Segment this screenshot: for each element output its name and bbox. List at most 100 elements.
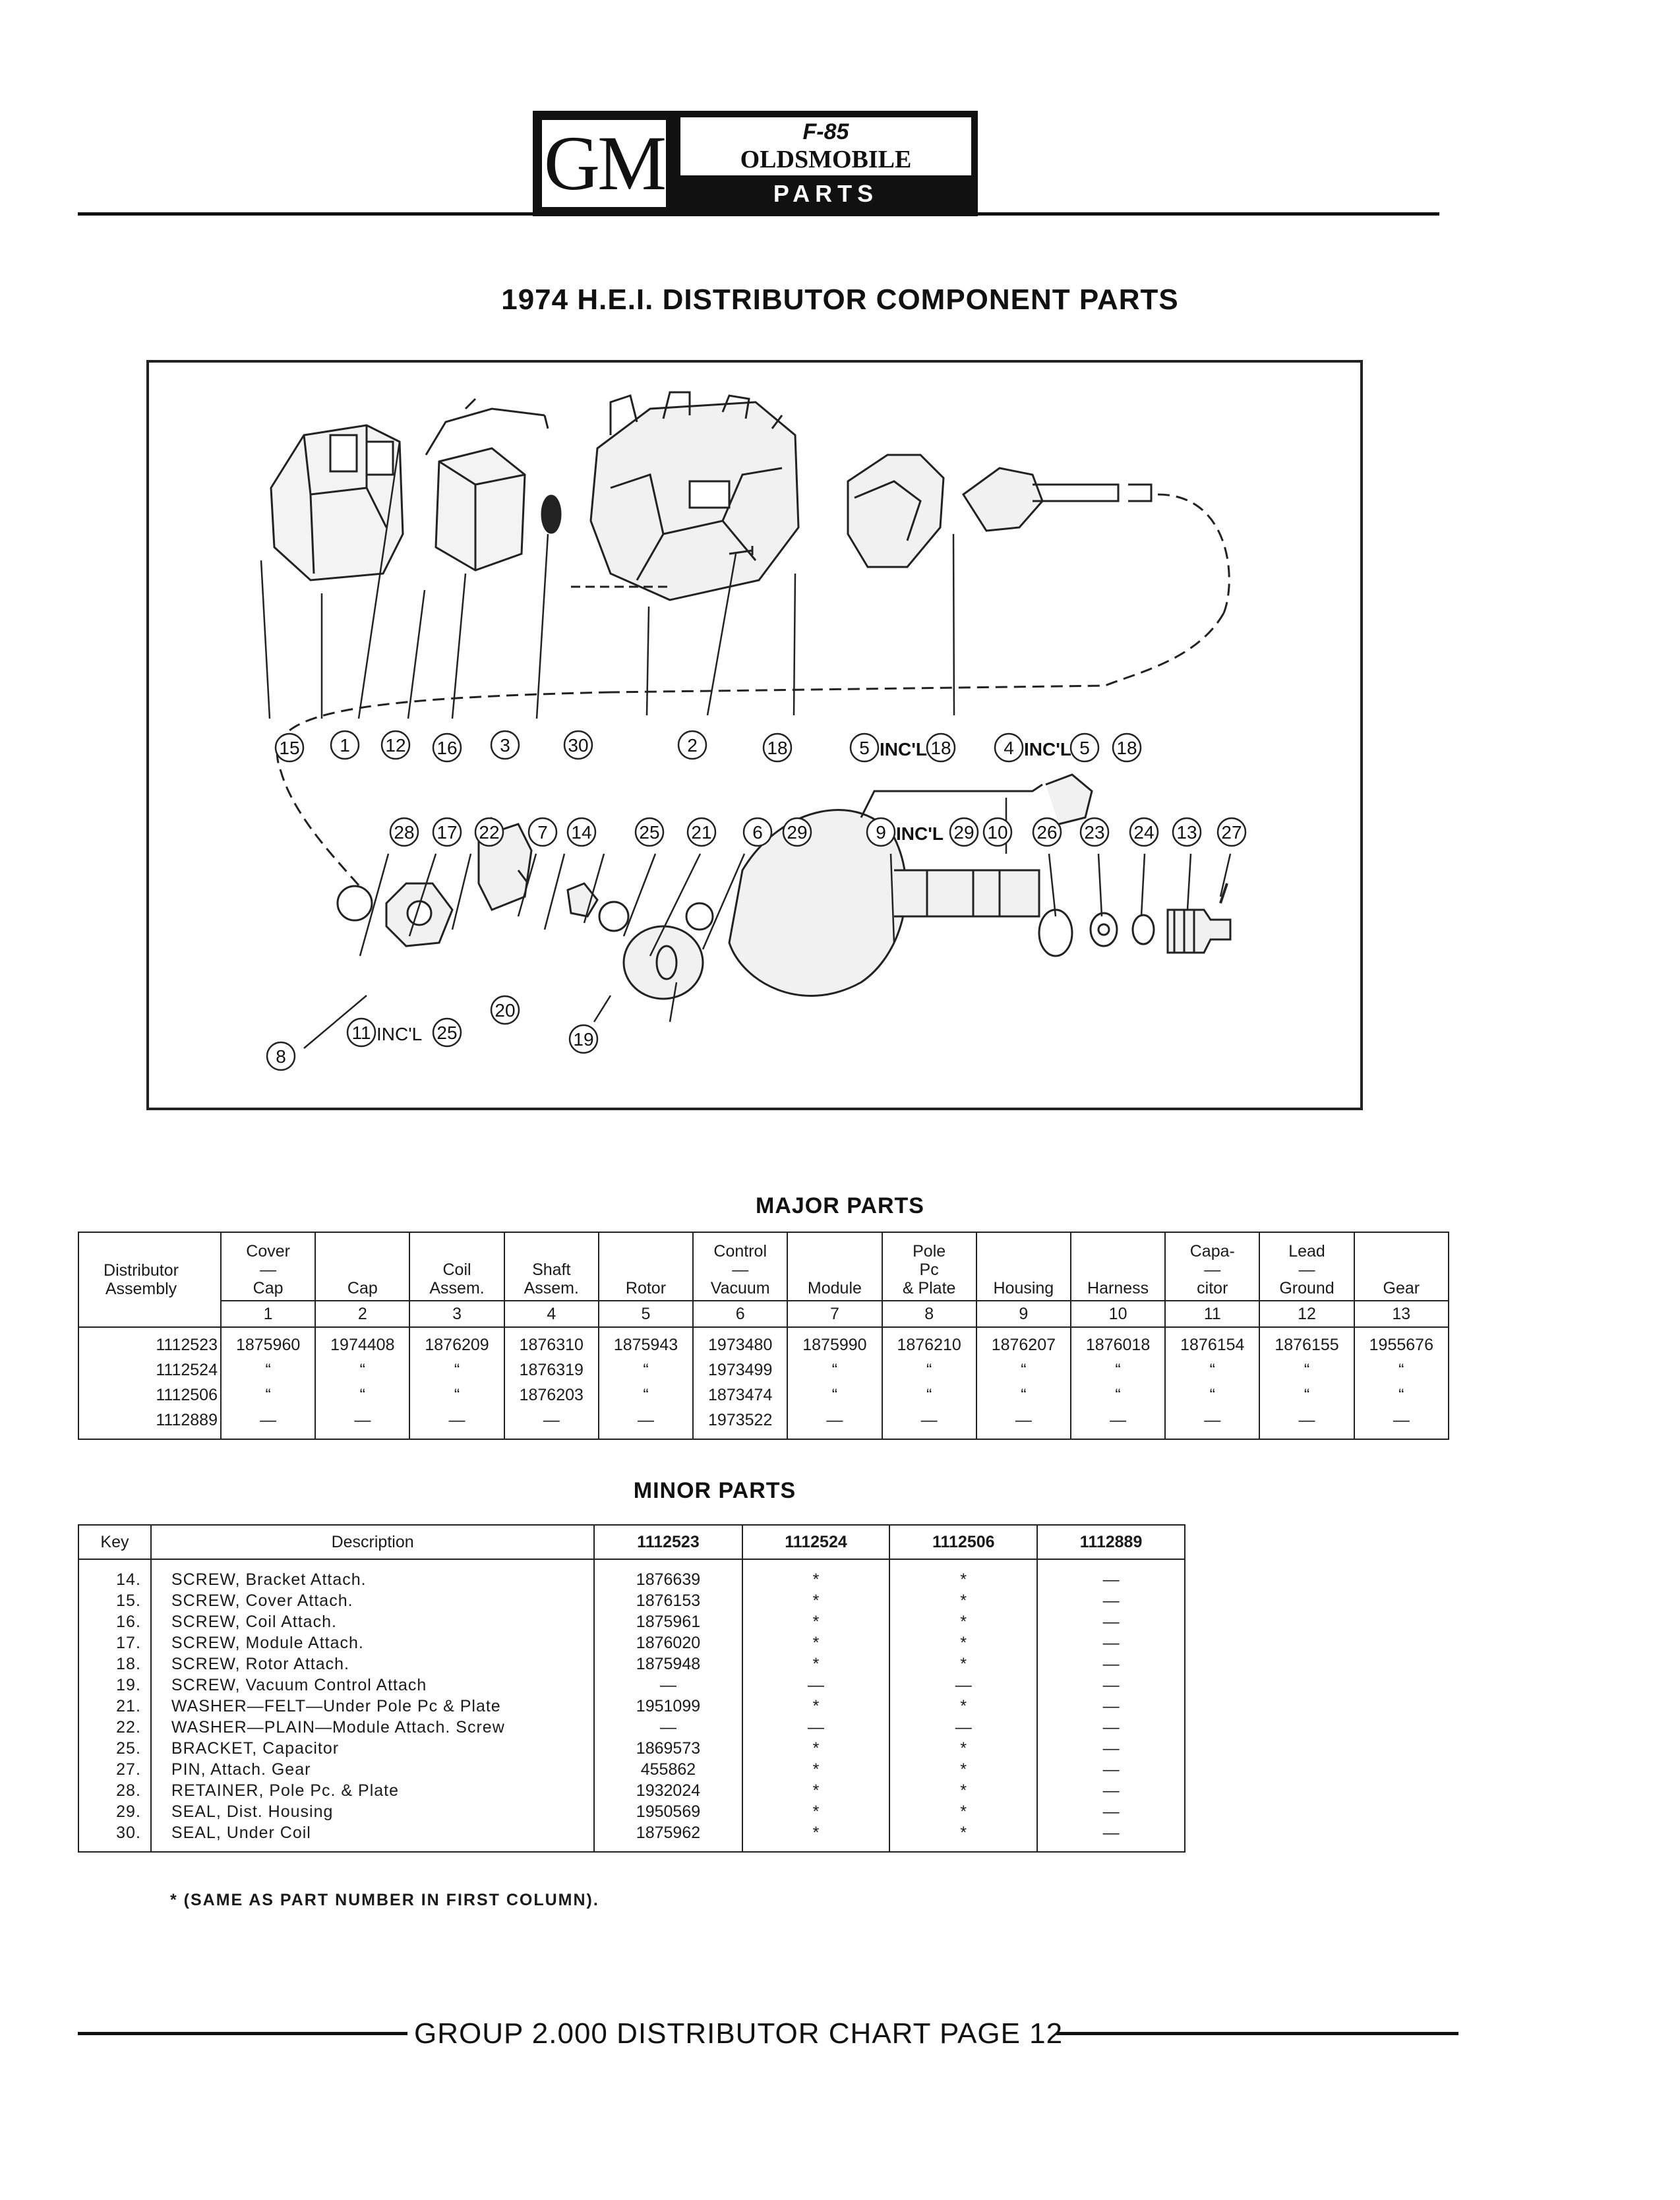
part-1112523-cell: 1876020 xyxy=(593,1632,743,1653)
major-table-row: 1112506“““1876203“1873474“““““““ xyxy=(78,1384,1450,1410)
callout-23: 23 xyxy=(1084,822,1104,843)
part-1112506-cell: * xyxy=(889,1590,1038,1611)
part-1112524-cell: * xyxy=(741,1611,891,1632)
rotor-part xyxy=(847,454,945,568)
key-cell: 25. xyxy=(78,1738,152,1759)
part-1112889-cell: — xyxy=(1036,1780,1185,1801)
part-number-cell: “ xyxy=(1259,1359,1355,1384)
callout-5: 5 xyxy=(859,738,870,758)
part-number-cell: “ xyxy=(220,1384,316,1410)
callout-25: 25 xyxy=(639,822,659,843)
description-cell: BRACKET, Capacitor xyxy=(150,1738,595,1759)
key-cell: 18. xyxy=(78,1653,152,1675)
part-number-cell: — xyxy=(1069,1410,1166,1440)
callout-18: 18 xyxy=(767,738,787,758)
part-number-cell: 1875960 xyxy=(220,1327,316,1359)
part-number-cell: “ xyxy=(881,1359,977,1384)
key-cell: 21. xyxy=(78,1696,152,1717)
description-cell: SCREW, Module Attach. xyxy=(150,1632,595,1653)
callout-7: 7 xyxy=(537,822,548,843)
callout-top-row: 15 1 12 16 3 30 2 18 5 INC'L 18 4 INC'L … xyxy=(274,730,1142,763)
part-number-cell: “ xyxy=(1259,1384,1355,1410)
major-parts-title: MAJOR PARTS xyxy=(756,1193,924,1218)
part-number-cell: “ xyxy=(1353,1384,1450,1410)
part-1112506-cell: * xyxy=(889,1696,1038,1717)
part-number-cell: “ xyxy=(975,1384,1071,1410)
callout-4: 4 xyxy=(1004,738,1014,758)
callout-30: 30 xyxy=(568,735,588,756)
part-number-cell: 1973499 xyxy=(692,1359,789,1384)
footer-rule-right xyxy=(1056,2032,1458,2035)
part-1112889-cell: — xyxy=(1036,1653,1185,1675)
callout-5b: 5 xyxy=(1079,738,1090,758)
shaft-assembly-part xyxy=(961,467,1044,532)
part-1112523-cell: 1875948 xyxy=(593,1653,743,1675)
gm-logo-text: GM xyxy=(539,117,669,210)
part-1112889-cell: — xyxy=(1036,1675,1185,1696)
callout-24: 24 xyxy=(1133,822,1154,843)
part-1112506-cell: * xyxy=(889,1632,1038,1653)
part-number-cell: 1876203 xyxy=(503,1384,599,1410)
part-1112523-cell: — xyxy=(593,1717,743,1738)
callout-18c: 18 xyxy=(1116,738,1137,758)
part-1112523-cell: 1951099 xyxy=(593,1696,743,1717)
col-key: 11 xyxy=(1164,1300,1261,1328)
part-1112524-cell: * xyxy=(741,1759,891,1780)
callout-22: 22 xyxy=(479,822,499,843)
part-1112889-cell: — xyxy=(1036,1822,1185,1853)
callout-8: 8 xyxy=(276,1046,286,1067)
part-number-cell: — xyxy=(1259,1410,1355,1440)
part-number-cell: 1876154 xyxy=(1164,1327,1261,1359)
minor-parts-title: MINOR PARTS xyxy=(633,1478,796,1503)
part-number-cell: — xyxy=(315,1410,411,1440)
part-number-cell: “ xyxy=(1164,1384,1261,1410)
distributor-assembly-header: Distributor Assembly xyxy=(78,1232,222,1328)
part-number-cell: 1955676 xyxy=(1353,1327,1450,1359)
description-cell: WASHER—PLAIN—Module Attach. Screw xyxy=(150,1717,595,1738)
description-cell: SCREW, Bracket Attach. xyxy=(150,1559,595,1590)
part-number-cell: 1876018 xyxy=(1069,1327,1166,1359)
part-number-cell: 1876319 xyxy=(503,1359,599,1384)
callout-mid-row: 28 17 22 7 14 25 21 6 29 9 INC'L 29 10 2… xyxy=(389,817,1247,847)
minor-header-key: Key xyxy=(78,1524,152,1560)
part-1112506-cell: * xyxy=(889,1780,1038,1801)
f85-logo-text: F-85 xyxy=(680,117,971,146)
distributor-number-cell: 1112523 xyxy=(78,1327,222,1359)
minor-table-row: 17.SCREW, Module Attach.1876020**— xyxy=(78,1632,1185,1653)
retainer-part xyxy=(336,885,373,922)
oldsmobile-logo-text: OLDSMOBILE xyxy=(680,146,971,175)
part-1112889-cell: — xyxy=(1036,1559,1185,1590)
coil-assembly-part xyxy=(435,447,526,572)
part-number-cell: — xyxy=(975,1410,1071,1440)
minor-header-1112524: 1112524 xyxy=(741,1524,891,1560)
part-1112524-cell: * xyxy=(741,1822,891,1853)
key-cell: 28. xyxy=(78,1780,152,1801)
key-cell: 27. xyxy=(78,1759,152,1780)
part-number-cell: 1973522 xyxy=(692,1410,789,1440)
part-number-cell: “ xyxy=(787,1359,883,1384)
callout-incl-4: INC'L xyxy=(1024,739,1071,759)
housing-seal-part xyxy=(1038,908,1073,957)
part-1112506-cell: * xyxy=(889,1759,1038,1780)
callout-17: 17 xyxy=(436,822,457,843)
key-cell: 19. xyxy=(78,1675,152,1696)
minor-parts-table: Key Description 1112523 1112524 1112506 … xyxy=(78,1524,1185,1853)
description-cell: RETAINER, Pole Pc. & Plate xyxy=(150,1780,595,1801)
col-key: 2 xyxy=(315,1300,411,1328)
part-1112524-cell: * xyxy=(741,1696,891,1717)
callout-13: 13 xyxy=(1176,822,1197,843)
col-header-housing: Housing xyxy=(975,1232,1071,1301)
part-1112506-cell: * xyxy=(889,1611,1038,1632)
callout-1: 1 xyxy=(340,735,350,756)
callout-16: 16 xyxy=(436,738,457,758)
callout-6: 6 xyxy=(752,822,763,843)
callout-21: 21 xyxy=(691,822,711,843)
part-number-cell: 1974408 xyxy=(315,1327,411,1359)
part-number-cell: “ xyxy=(409,1359,505,1384)
part-number-cell: “ xyxy=(409,1384,505,1410)
